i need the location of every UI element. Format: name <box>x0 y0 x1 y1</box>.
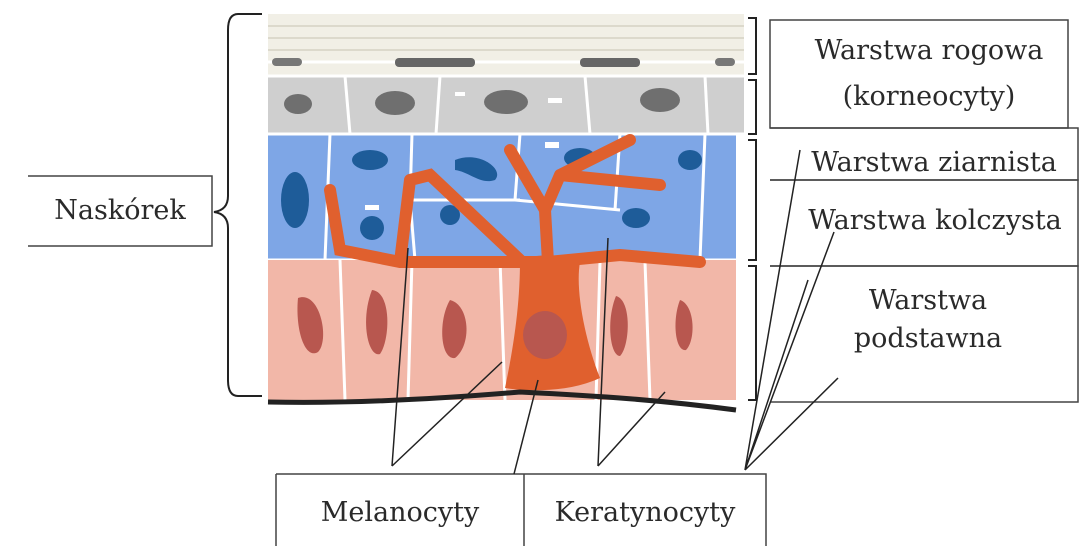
label-melanocyty: Melanocyty <box>276 496 524 530</box>
label-warstwa-kolczysta: Warstwa kolczysta <box>790 204 1080 238</box>
stratum-basale <box>268 260 736 400</box>
epidermis-brace <box>214 14 262 396</box>
corneum-band <box>268 14 744 76</box>
label-warstwa-rogowa-sub: (korneocyty) <box>790 80 1068 114</box>
label-warstwa-podstawna-2: podstawna <box>800 322 1056 356</box>
stratum-granulosum <box>268 76 744 134</box>
label-warstwa-ziarnista: Warstwa ziarnista <box>800 146 1068 180</box>
label-warstwa-rogowa: Warstwa rogowa <box>790 34 1068 68</box>
label-keratynocyty: Keratynocyty <box>524 496 766 530</box>
label-warstwa-podstawna-1: Warstwa <box>800 284 1056 318</box>
layer-brackets <box>748 18 756 400</box>
label-naskorek: Naskórek <box>28 194 212 228</box>
stratum-corneum <box>268 14 744 76</box>
